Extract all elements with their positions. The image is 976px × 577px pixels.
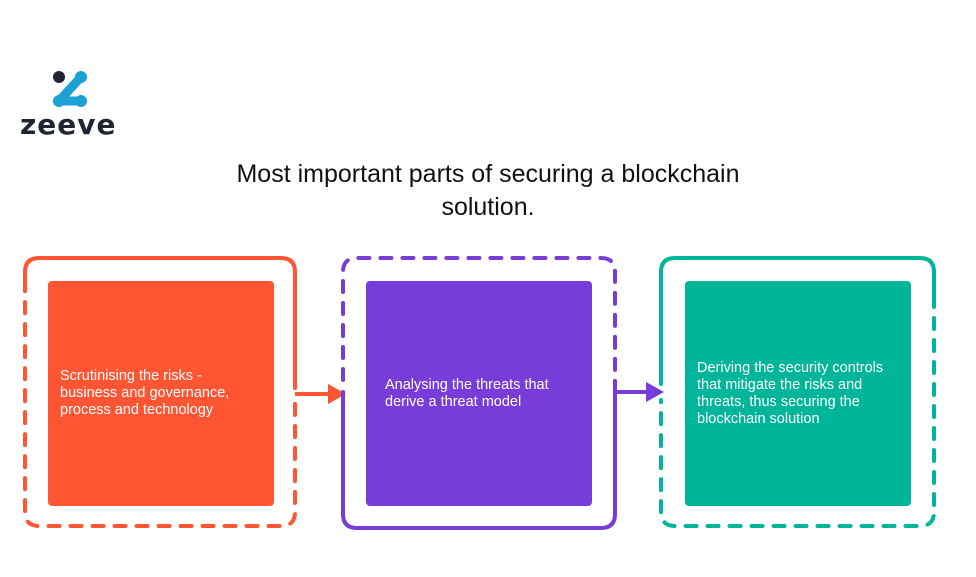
- arrow-2-icon: [615, 382, 664, 402]
- logo-text: zeeve: [20, 108, 117, 141]
- step-2-card: Analysing the threats that derive a thre…: [366, 281, 592, 506]
- step-3-text: Deriving the security controls that miti…: [697, 359, 884, 427]
- step-1-frame: [23, 256, 297, 528]
- zeeve-logo: zeeve: [20, 70, 120, 142]
- step-2-text: Analysing the threats that derive a thre…: [385, 376, 549, 410]
- arrow-1-icon: [295, 384, 346, 404]
- step-3-frame: [659, 256, 936, 528]
- step-2-frame: [341, 256, 617, 530]
- step-3-card: Deriving the security controls that miti…: [685, 281, 911, 506]
- step-1-card: Scrutinising the risks - business and go…: [48, 281, 274, 506]
- zeeve-logo-mark-icon: [53, 71, 87, 107]
- step-1-text: Scrutinising the risks - business and go…: [60, 368, 230, 418]
- page-title: Most important parts of securing a block…: [236, 160, 740, 221]
